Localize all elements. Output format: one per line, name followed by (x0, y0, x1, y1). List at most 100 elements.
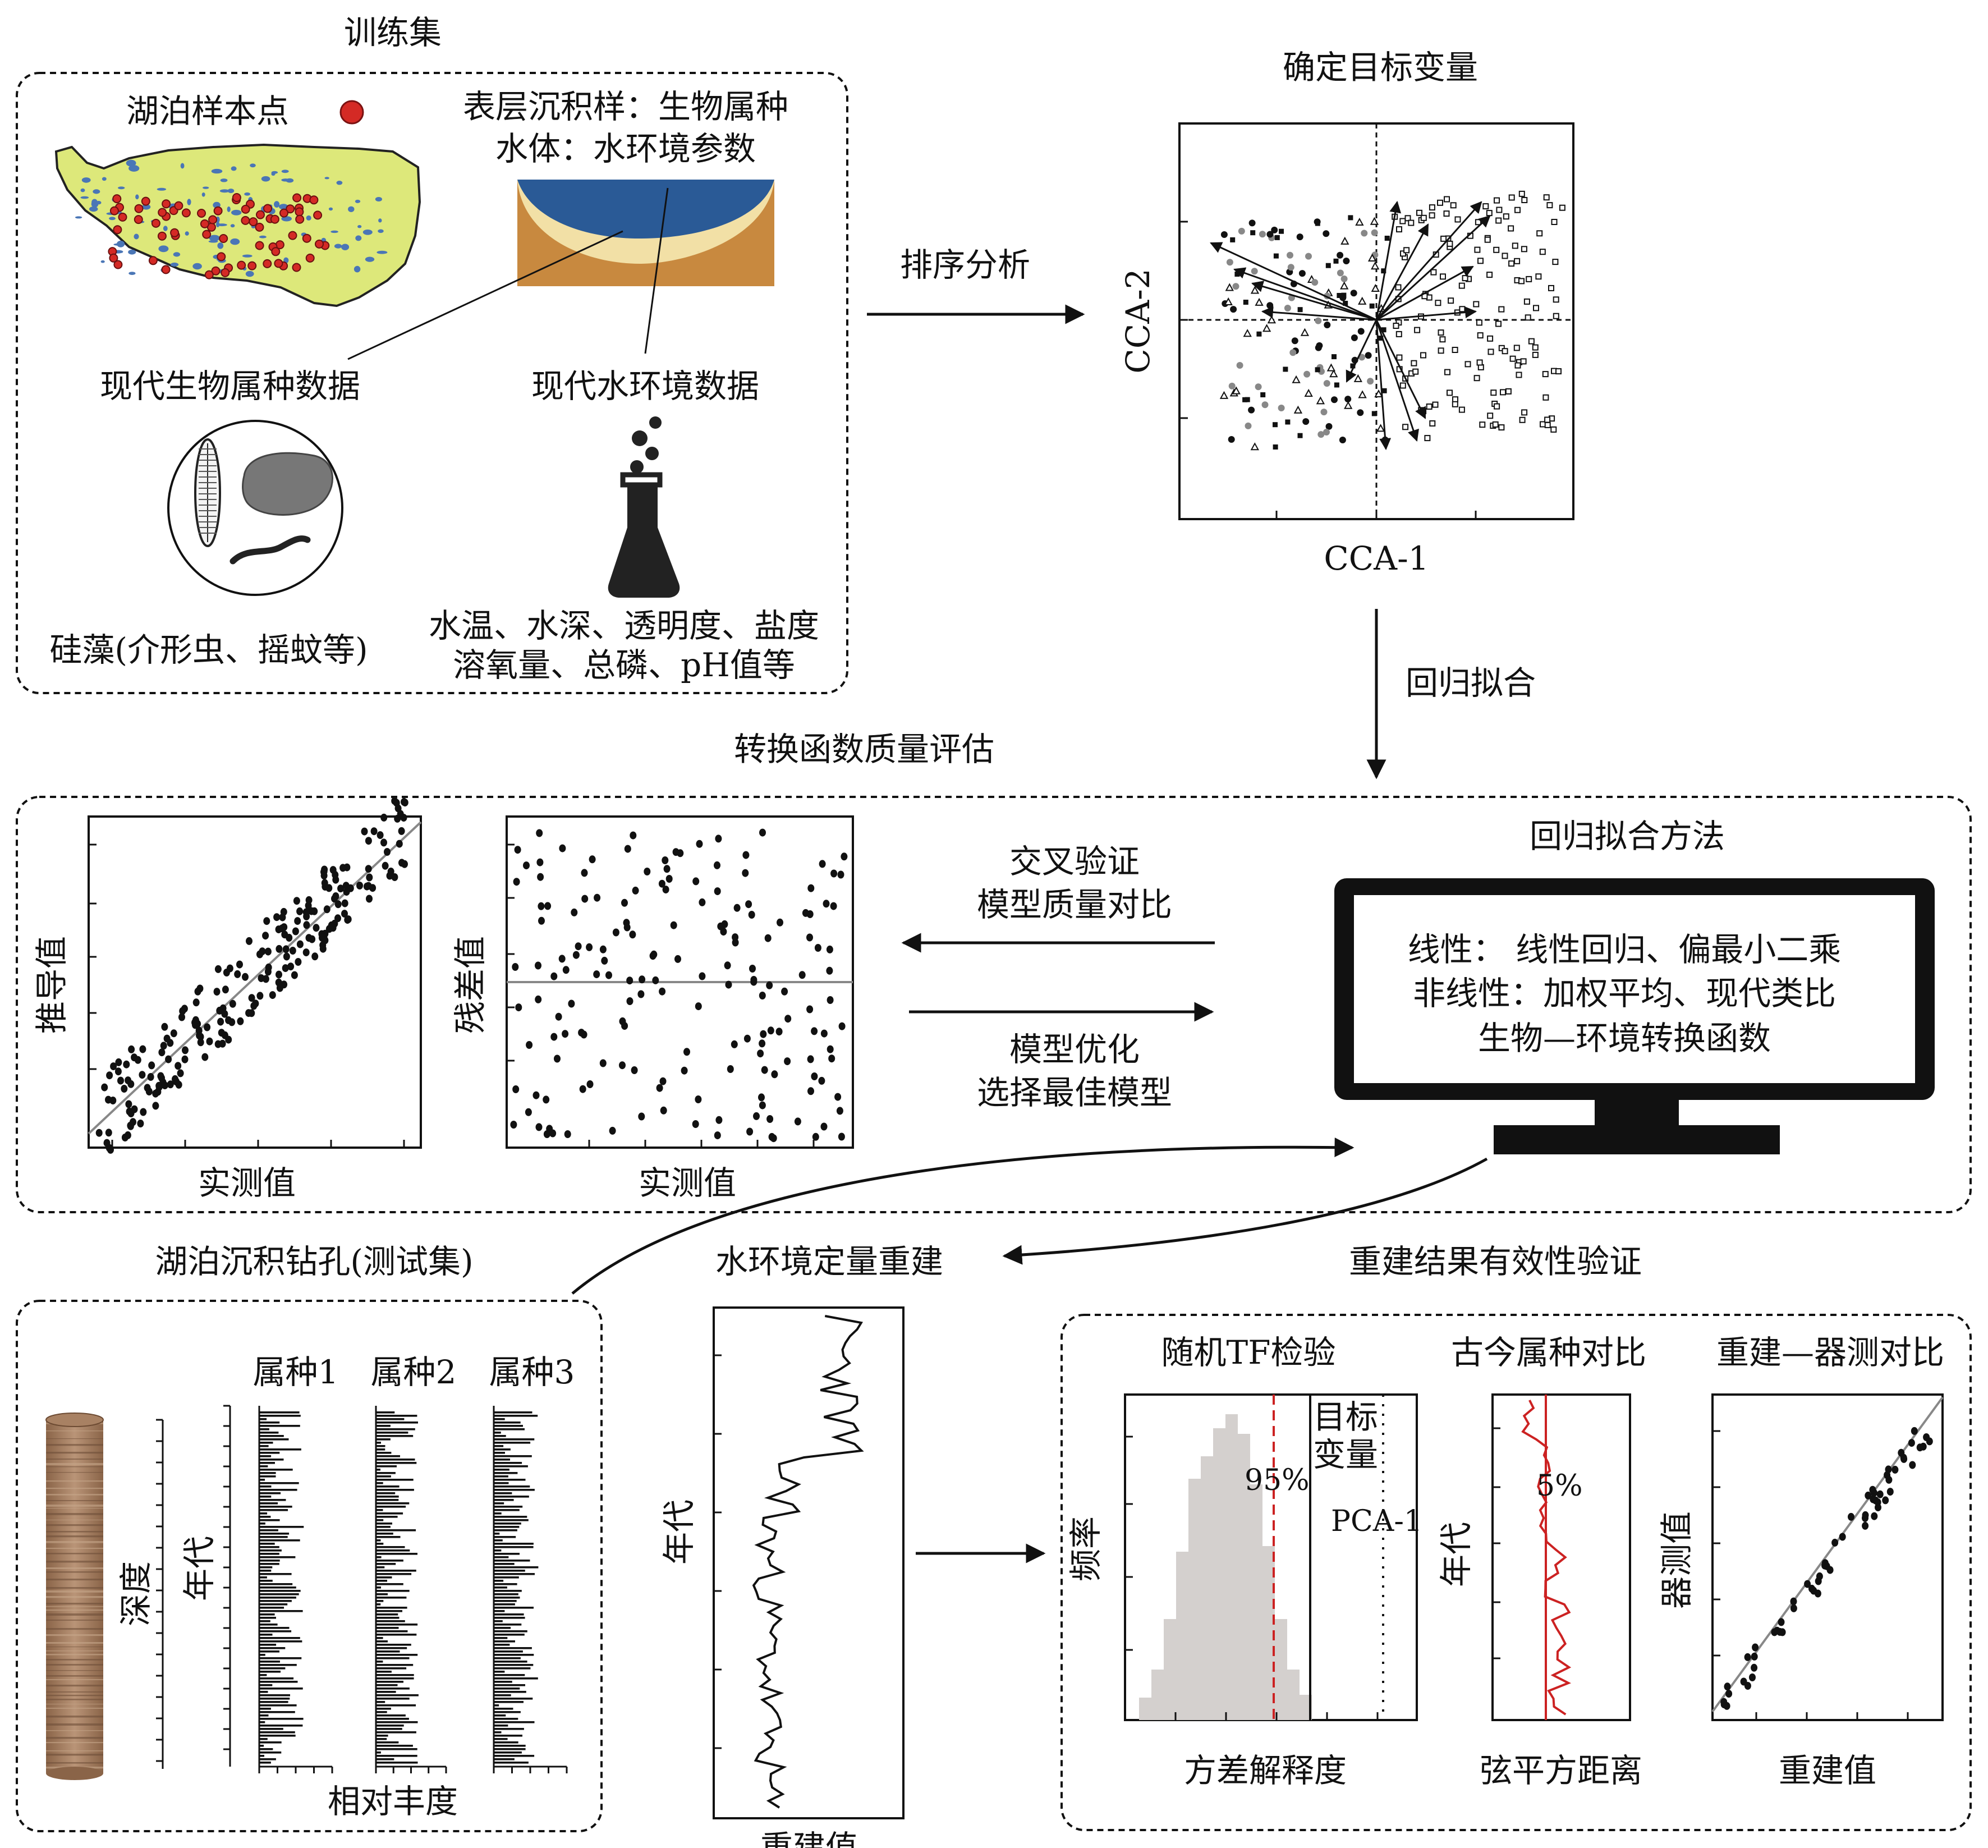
inferred-point (201, 1053, 209, 1061)
rvi-point (1865, 1491, 1872, 1500)
inferred-point (236, 960, 243, 969)
core-band (46, 1579, 103, 1581)
residual-point (639, 975, 646, 984)
abundance-bar (376, 1721, 418, 1723)
rvi-point (1882, 1496, 1889, 1505)
abundance-bar (259, 1415, 301, 1417)
residual-point (784, 1015, 792, 1023)
abundance-bar (259, 1553, 279, 1555)
cca-point-gray (1315, 317, 1322, 324)
map-lake (336, 181, 343, 185)
map-site (295, 207, 304, 217)
cca-point-gray (1287, 251, 1293, 259)
pca1-label: PCA-1 (1331, 1505, 1422, 1538)
core-band (46, 1459, 103, 1460)
cca-biplot-arrow (1375, 201, 1482, 320)
abundance-bar (376, 1516, 398, 1518)
abundance-bar (259, 1654, 265, 1656)
cca-point-filled (1337, 251, 1344, 259)
inferred-point (269, 991, 276, 999)
inferred-point (293, 897, 300, 905)
inferred-point (219, 1039, 226, 1048)
core-band (46, 1716, 103, 1718)
inferred-point (256, 992, 264, 1000)
abundance-bar (494, 1492, 512, 1494)
inferred-point (101, 1083, 108, 1092)
map-site (263, 204, 272, 213)
cca-point-square (1273, 422, 1278, 428)
lake-sites-label: 湖泊样本点 (126, 92, 289, 130)
cca-point-triangle (1374, 389, 1383, 397)
map-lake (281, 178, 290, 182)
cca-point-gray (1278, 405, 1285, 411)
abundance-bar (259, 1687, 303, 1690)
histogram-bar (1287, 1670, 1300, 1720)
cca-point-open (1487, 412, 1494, 419)
cca-point-triangle (1376, 424, 1385, 432)
residual-point (820, 1122, 828, 1131)
inferred-point (170, 1029, 177, 1038)
map-lake (163, 226, 168, 231)
residual-point (626, 976, 633, 985)
abundance-bar (494, 1748, 526, 1750)
core-band (46, 1659, 103, 1661)
residual-point (665, 875, 673, 883)
residual-point (836, 1107, 843, 1115)
abundance-bar (494, 1526, 520, 1528)
abundance-bar (376, 1415, 417, 1417)
cca-point-gray (1259, 231, 1266, 238)
rvi-point (1885, 1475, 1893, 1484)
recon-vs-instr-fit (1711, 1396, 1944, 1713)
abundance-bar (494, 1650, 523, 1653)
core-band (46, 1699, 103, 1700)
abundance-bar (259, 1428, 269, 1430)
abundance-bar (259, 1556, 296, 1558)
residual-point (535, 961, 541, 970)
cca-point-open (1493, 246, 1500, 253)
cca-point-open (1514, 207, 1521, 213)
inferred-point (206, 1037, 213, 1045)
ordination-arrow-label: 排序分析 (900, 246, 1030, 284)
abundance-bar (494, 1529, 517, 1531)
abundance-bar (259, 1472, 276, 1474)
residual-point (564, 1130, 571, 1138)
residual-point (581, 869, 588, 877)
inferred-point (140, 1108, 147, 1116)
cca-point-open (1546, 202, 1553, 209)
inferred-point (331, 895, 338, 903)
residual-point (601, 956, 608, 965)
map-lake (378, 218, 382, 223)
inferred-point (216, 1006, 223, 1015)
map-lake (355, 235, 362, 241)
abundance-bar (259, 1573, 292, 1575)
residual-point (695, 1002, 702, 1011)
residual-point (802, 909, 809, 917)
method-nonlinear: 非线性：加权平均、现代类比 (1413, 974, 1836, 1012)
cca-point-open (1495, 217, 1502, 224)
abundance-bar (259, 1526, 304, 1528)
residual-point (512, 1085, 520, 1093)
abundance-bar (259, 1708, 271, 1710)
core-band (46, 1513, 103, 1515)
inferred-point (344, 916, 351, 924)
abundance-bar (376, 1647, 407, 1649)
cca-point-square (1245, 397, 1250, 402)
inferred-point (319, 944, 327, 953)
inferred-point (128, 1045, 135, 1053)
cca-biplot-arrow (1376, 265, 1474, 321)
abundance-bar (494, 1725, 508, 1727)
crossval-label-2: 模型质量对比 (977, 886, 1172, 924)
residual-point (629, 930, 636, 939)
map-lake (157, 187, 167, 191)
inferred-point (158, 1048, 166, 1057)
map-lake (244, 192, 250, 196)
residual-point (663, 865, 671, 873)
core-band (46, 1494, 103, 1496)
core-band (46, 1430, 103, 1432)
abundance-bar (376, 1718, 409, 1720)
abundance-bar (494, 1721, 535, 1723)
abundance-bar (259, 1465, 268, 1468)
cca-point-open (1559, 204, 1565, 211)
residual-point (807, 884, 815, 892)
abundance-bar (259, 1560, 280, 1562)
